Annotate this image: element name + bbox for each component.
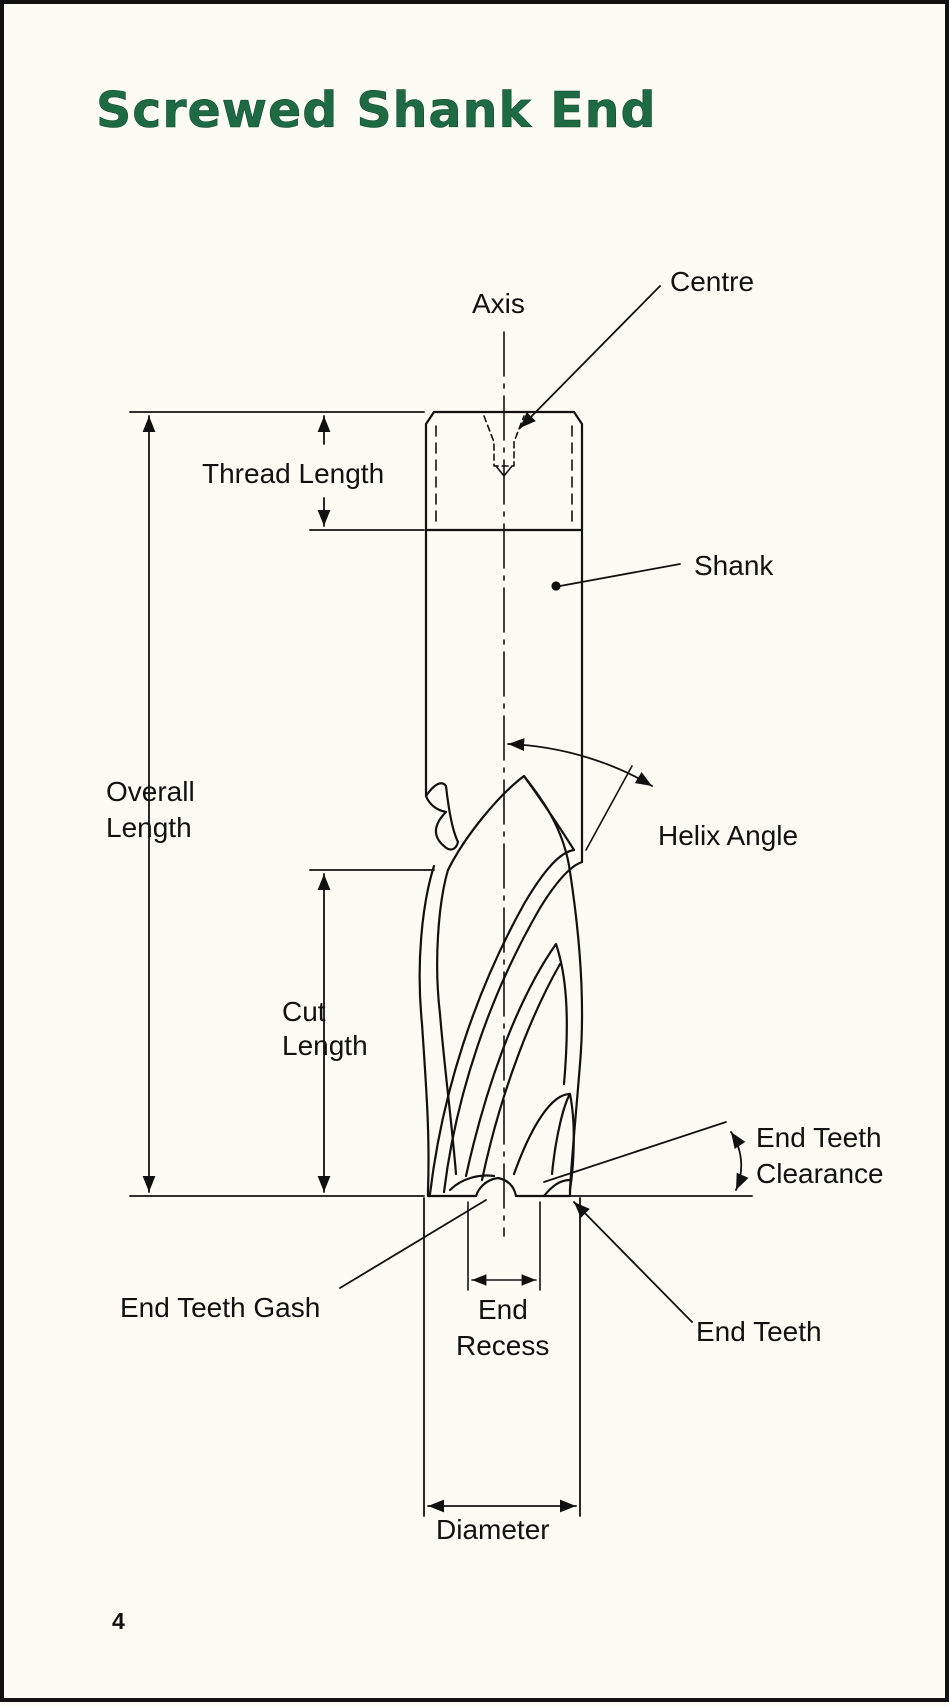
- page-title: Screwed Shank End: [96, 82, 657, 140]
- end-teeth-clearance-label-line1: End Teeth: [756, 1122, 882, 1153]
- end-teeth: [426, 1176, 572, 1198]
- centre-label: Centre: [670, 266, 755, 297]
- page-number: 4: [112, 1608, 125, 1634]
- end-teeth-clearance-label-line2: Clearance: [756, 1158, 884, 1189]
- overall-length-label-line1: Overall: [106, 776, 195, 807]
- end-teeth-gash-label: End Teeth Gash: [120, 1292, 321, 1323]
- cut-length-label-line1: Cut: [282, 996, 326, 1027]
- flute-outline-right: [568, 870, 584, 1192]
- end-recess-label-line2: Recess: [456, 1330, 550, 1361]
- centre-leader: [519, 285, 661, 429]
- end-teeth-gash-leader: [339, 1199, 487, 1289]
- shank-leader: [559, 563, 681, 587]
- cut-length-label-line2: Length: [282, 1030, 368, 1061]
- thread-length-label: Thread Length: [202, 458, 385, 489]
- end-mill-diagram: [129, 285, 753, 1517]
- centre-hole: [483, 415, 525, 467]
- end-recess-label-line1: End: [478, 1294, 528, 1325]
- helix-angle-label: Helix Angle: [658, 820, 799, 851]
- end-teeth-leader: [573, 1201, 693, 1323]
- shank-label: Shank: [694, 550, 774, 581]
- end-teeth-label: End Teeth: [696, 1316, 822, 1347]
- flute-outline-left: [418, 864, 436, 1192]
- end-teeth-clearance-arc: [730, 1131, 749, 1191]
- helix-angle-arc: [507, 738, 653, 787]
- overall-length-label-line2: Length: [106, 812, 192, 843]
- axis-label: Axis: [472, 288, 525, 319]
- diameter-label: Diameter: [436, 1514, 550, 1545]
